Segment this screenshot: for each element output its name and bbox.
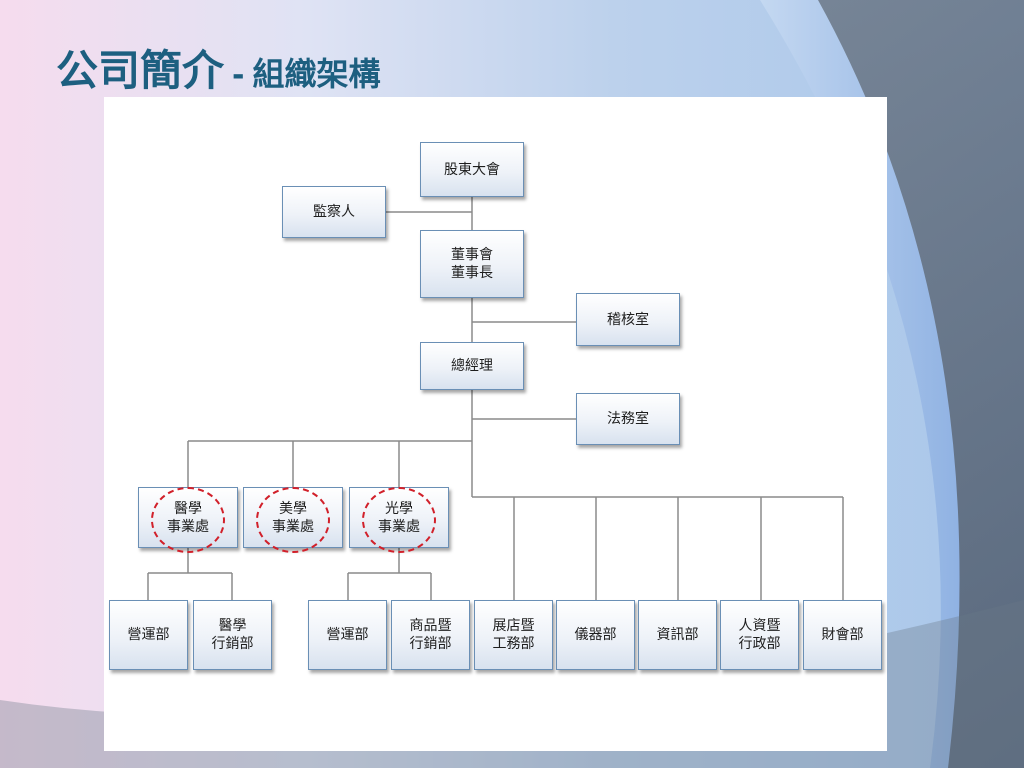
merchandise-marketing-label-2: 行銷部 <box>409 636 452 652</box>
shareholders-label: 股東大會 <box>444 161 500 178</box>
hr-admin-label-1: 人資暨 <box>738 618 781 634</box>
optical-operations-label: 營運部 <box>326 627 369 643</box>
audit-label: 稽核室 <box>607 311 649 328</box>
medical-marketing-label-1: 醫學 <box>218 618 247 634</box>
finance-dept-box: 財會部 <box>803 600 882 670</box>
store-engineering-dept-box: 展店暨 工務部 <box>474 600 553 670</box>
board-label-2: 董事長 <box>451 265 493 281</box>
medical-operations-label: 營運部 <box>127 627 170 643</box>
supervisor-box: 監察人 <box>282 186 386 238</box>
medical-division-highlight <box>151 487 225 553</box>
merchandise-marketing-label-1: 商品暨 <box>409 618 452 634</box>
board-label-1: 董事會 <box>451 247 493 263</box>
title-sub: 組織架構 <box>252 55 381 93</box>
equipment-label: 儀器部 <box>574 627 617 643</box>
audit-office-box: 稽核室 <box>576 293 680 346</box>
board-box: 董事會 董事長 <box>420 230 524 298</box>
store-engineering-label-1: 展店暨 <box>492 618 535 634</box>
hr-admin-label-2: 行政部 <box>738 636 781 652</box>
supervisor-label: 監察人 <box>313 204 355 220</box>
general-manager-label: 總經理 <box>451 358 493 374</box>
optical-division-highlight <box>362 487 436 553</box>
it-dept-box: 資訊部 <box>638 600 717 670</box>
connector-lines <box>147 197 844 600</box>
legal-label: 法務室 <box>607 411 649 427</box>
optical-operations-dept-box: 營運部 <box>308 600 387 670</box>
slide-title: 公司簡介-組織架構 <box>56 50 380 92</box>
hr-admin-dept-box: 人資暨 行政部 <box>720 600 799 670</box>
org-chart: 股東大會 監察人 董事會 董事長 稽核室 總經理 法務室 醫學 事業處 美學 事… <box>104 97 887 751</box>
merchandise-marketing-dept-box: 商品暨 行銷部 <box>391 600 470 670</box>
legal-office-box: 法務室 <box>576 393 680 445</box>
general-manager-box: 總經理 <box>420 342 524 390</box>
equipment-dept-box: 儀器部 <box>556 600 635 670</box>
finance-label: 財會部 <box>821 627 864 643</box>
it-label: 資訊部 <box>656 627 699 643</box>
medical-marketing-dept-box: 醫學 行銷部 <box>193 600 272 670</box>
shareholders-meeting-box: 股東大會 <box>420 142 524 197</box>
title-dash: - <box>232 58 245 93</box>
medical-operations-dept-box: 營運部 <box>109 600 188 670</box>
beauty-division-highlight <box>256 487 330 553</box>
title-main: 公司簡介 <box>56 46 225 95</box>
store-engineering-label-2: 工務部 <box>492 636 535 652</box>
medical-marketing-label-2: 行銷部 <box>211 636 254 652</box>
